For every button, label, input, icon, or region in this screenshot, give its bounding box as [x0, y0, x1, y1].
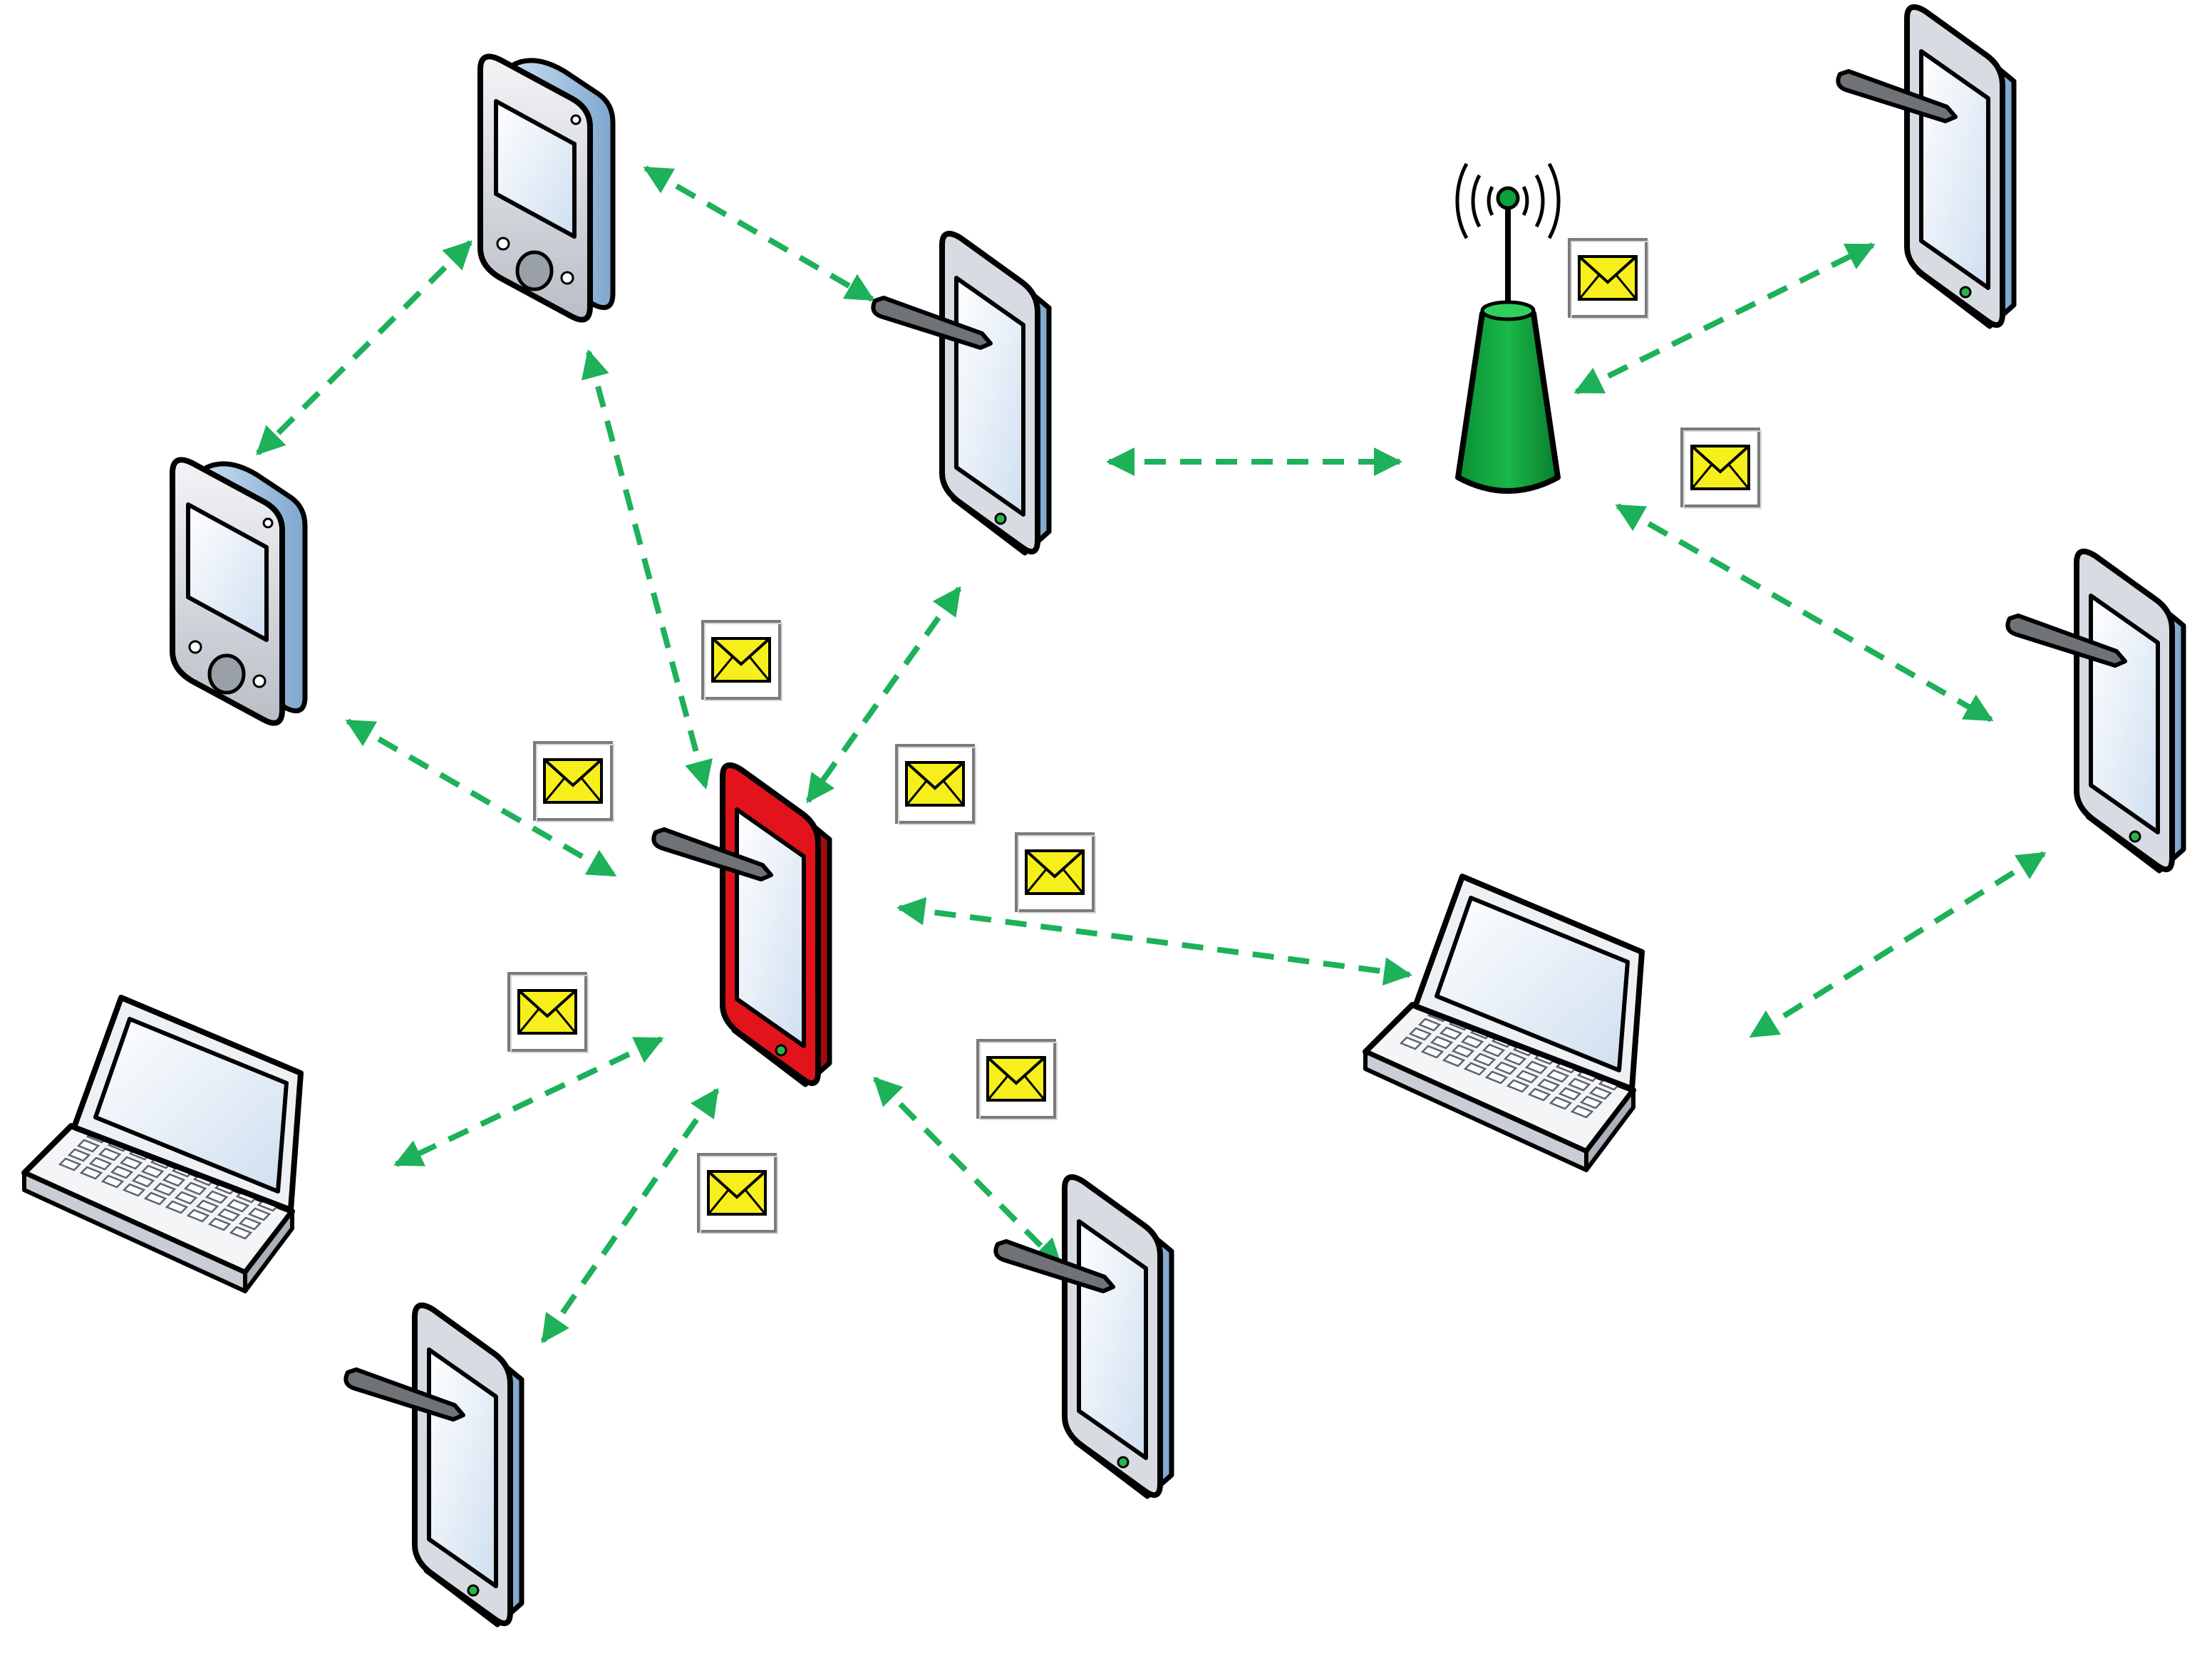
nodes-layer: [21, 4, 2186, 1627]
link-pda-top-pda-left: [256, 240, 472, 455]
antenna-icon: [1455, 162, 1561, 494]
link-pda-top-tablet-top: [643, 165, 875, 302]
link-tablet-source-laptop-right: [896, 896, 1412, 986]
tablet-icon: [1836, 4, 2017, 329]
envelope-icon: [507, 972, 589, 1053]
envelope-icon: [976, 1039, 1058, 1120]
tablet-icon: [651, 762, 832, 1087]
message-6: [1015, 832, 1096, 914]
tablet-top-right: [1836, 4, 2017, 329]
link-tablet-source-tablet-bottom-left: [540, 1087, 720, 1344]
envelope-icon: [701, 620, 782, 701]
link-access-point-tablet-right: [1615, 503, 1994, 723]
laptop-right: [1363, 874, 1645, 1172]
link-tablet-source-laptop-left: [393, 1036, 664, 1167]
envelope-icon: [895, 744, 976, 825]
tablet-icon: [871, 230, 1052, 556]
link-tablet-source-tablet-bottom: [873, 1077, 1063, 1268]
tablet-icon: [343, 1302, 524, 1627]
laptop-left: [21, 995, 304, 1293]
tablet-right: [2005, 548, 2186, 874]
link-pda-top-tablet-source: [582, 349, 713, 790]
message-3: [701, 620, 782, 701]
links-layer: [256, 165, 2047, 1344]
message-5: [895, 744, 976, 825]
envelope-icon: [1568, 238, 1649, 319]
link-tablet-right-laptop-right: [1749, 851, 2047, 1039]
tablet-icon: [993, 1174, 1174, 1499]
envelope-icon: [1680, 428, 1762, 509]
messages-layer: [507, 238, 1762, 1234]
tablet-bottom-left: [343, 1302, 524, 1627]
message-2: [1680, 428, 1762, 509]
access-point: [1455, 162, 1561, 494]
laptop-icon: [21, 995, 304, 1293]
link-pda-left-tablet-source: [345, 718, 617, 878]
message-4: [533, 741, 614, 822]
envelope-icon: [1015, 832, 1096, 914]
tablet-bottom: [993, 1174, 1174, 1499]
envelope-icon: [533, 741, 614, 822]
tablet-top: [871, 230, 1052, 556]
envelope-icon: [697, 1153, 778, 1234]
pda-left: [170, 457, 308, 726]
message-1: [1568, 238, 1649, 319]
message-8: [976, 1039, 1058, 1120]
pda-icon: [170, 457, 308, 726]
pda-icon: [477, 53, 616, 323]
message-7: [507, 972, 589, 1053]
message-9: [697, 1153, 778, 1234]
pda-top: [477, 53, 616, 323]
link-access-point-tablet-top-right: [1573, 242, 1876, 395]
link-tablet-top-tablet-source: [805, 586, 962, 804]
tablet-source: [651, 762, 832, 1087]
tablet-icon: [2005, 548, 2186, 874]
laptop-icon: [1363, 874, 1645, 1172]
